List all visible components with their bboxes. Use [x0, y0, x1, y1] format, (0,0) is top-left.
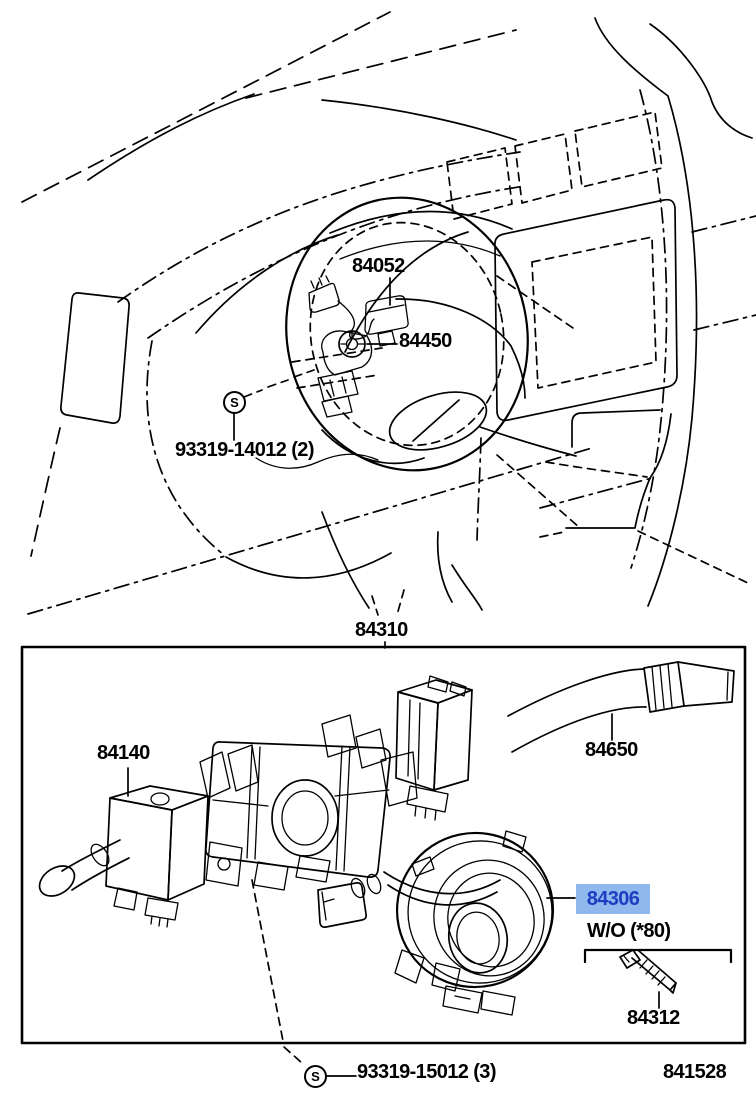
screw-symbol-icon: S [304, 1065, 327, 1088]
screw-symbol-icon: S [223, 391, 246, 414]
part-callout-84450[interactable]: 84450 [399, 330, 452, 352]
part-callout-84310[interactable]: 84310 [355, 619, 408, 641]
part-callout-84650[interactable]: 84650 [585, 739, 638, 761]
part-callout-84312[interactable]: 84312 [627, 1007, 680, 1029]
part-callout-93319-15012[interactable]: 93319-15012 (3) [357, 1061, 497, 1083]
part-callout-84052[interactable]: 84052 [352, 255, 405, 277]
dashboard-drawing [21, 11, 756, 649]
figure-number: 841528 [663, 1061, 727, 1083]
part-callout-84140[interactable]: 84140 [97, 742, 150, 764]
part-callout-84306-highlighted[interactable]: 84306 [576, 884, 650, 914]
switch-assembly-drawing [20, 645, 747, 1077]
without-option-note: W/O (*80) [587, 920, 671, 942]
part-callout-93319-14012[interactable]: 93319-14012 (2) [175, 439, 315, 461]
